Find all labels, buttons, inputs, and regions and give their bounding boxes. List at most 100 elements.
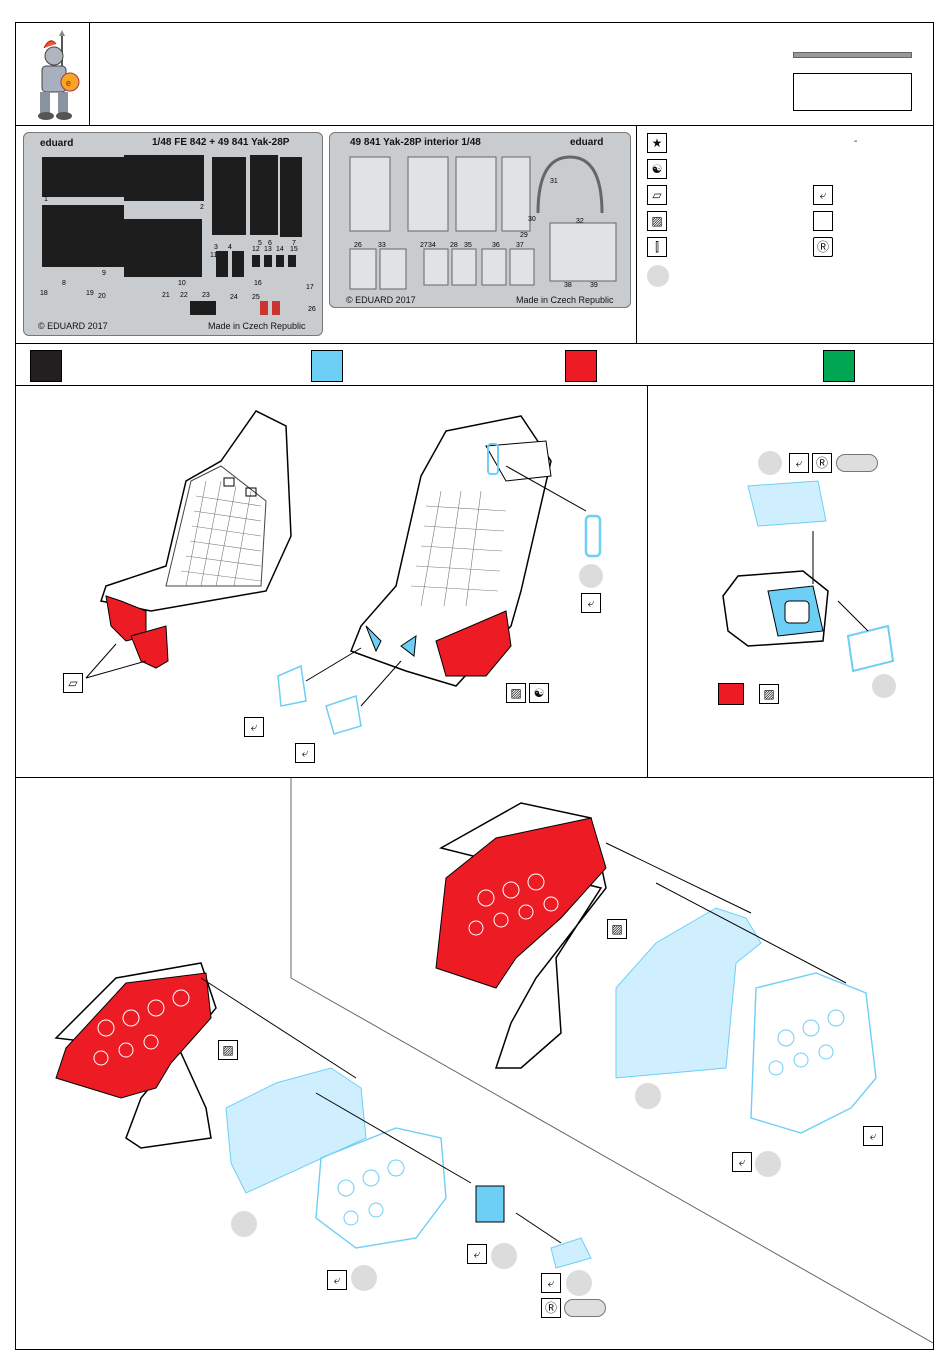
swatch-black	[30, 350, 62, 382]
part-circle-icon	[647, 265, 669, 287]
fold-icon-panel-lower-c: ⤶	[541, 1273, 561, 1293]
svg-text:39: 39	[590, 282, 598, 289]
svg-text:34: 34	[428, 242, 436, 249]
legend-dash: -	[854, 136, 858, 147]
svg-text:21: 21	[162, 292, 170, 299]
header-box	[793, 73, 912, 111]
svg-text:29: 29	[520, 232, 528, 239]
step-divider	[647, 385, 648, 777]
sand-icon-panel-lower: ▨	[218, 1040, 238, 1060]
fold-icon-seat-part-b: ⤶	[295, 743, 315, 763]
svg-text:25: 25	[252, 294, 260, 301]
seat-illustration	[85, 410, 603, 735]
step-bottom-line	[15, 777, 934, 778]
svg-text:19: 19	[86, 290, 94, 297]
svg-text:26: 26	[354, 242, 362, 249]
svg-text:16: 16	[254, 280, 262, 287]
svg-text:13: 13	[264, 246, 272, 253]
svg-text:17: 17	[306, 284, 314, 291]
bend-icon-seat-left: ▱	[63, 673, 83, 693]
page-frame	[15, 22, 934, 1350]
sand-icon-panel-upper: ▨	[607, 919, 627, 939]
fold-icon-panel-upper-b: ⤶	[732, 1152, 752, 1172]
drill-icon: ⫿	[647, 237, 667, 257]
svg-text:38: 38	[564, 282, 572, 289]
r-icon: Ⓡ	[813, 237, 833, 257]
swatch-green	[823, 350, 855, 382]
fret-right-brand: eduard	[570, 137, 604, 148]
fret-left-parts: 1 2 3 4 5 6 7 8 9 10 11 12 13 14 15 16 1…	[40, 155, 316, 315]
blank-box-icon	[813, 211, 833, 231]
svg-text:9: 9	[102, 270, 106, 277]
sand-icon-gunsight: ▨	[759, 684, 779, 704]
swatch-blue	[311, 350, 343, 382]
sand-icon: ▨	[647, 211, 667, 231]
fret-left-copyright: © EDUARD 2017	[38, 321, 108, 331]
fold-icon-panel-lower-b: ⤶	[327, 1270, 347, 1290]
svg-text:33: 33	[378, 242, 386, 249]
svg-text:12: 12	[252, 246, 260, 253]
header-bottom-line	[15, 125, 934, 126]
header-bar	[793, 52, 912, 58]
fold-icon: ⤶	[813, 185, 833, 205]
svg-text:26: 26	[308, 306, 316, 313]
svg-text:3: 3	[214, 244, 218, 251]
svg-text:18: 18	[40, 290, 48, 297]
fret-legend-divider	[636, 125, 637, 343]
gunsight-red-box	[718, 683, 744, 705]
fret-left: eduard 1/48 FE 842 + 49 841 Yak-28P © ED…	[23, 132, 323, 336]
fret-right-parts: 26 27 28 29 30 31 32 33 34 35 36 37 38 3…	[349, 155, 617, 290]
fret-bottom-line	[15, 343, 934, 344]
swatch-bottom-line	[15, 385, 934, 386]
svg-text:2: 2	[200, 204, 204, 211]
svg-text:36: 36	[492, 242, 500, 249]
header-divider	[89, 22, 90, 125]
svg-text:37: 37	[516, 242, 524, 249]
svg-text:20: 20	[98, 293, 106, 300]
svg-text:5: 5	[258, 240, 262, 247]
gunsight-pill	[836, 454, 878, 472]
svg-text:8: 8	[62, 280, 66, 287]
svg-text:35: 35	[464, 242, 472, 249]
svg-text:1: 1	[44, 196, 48, 203]
svg-text:32: 32	[576, 218, 584, 225]
fret-left-brand: eduard	[40, 138, 74, 149]
svg-text:28: 28	[450, 242, 458, 249]
panel-illustration	[54, 778, 933, 1344]
fret-right-copyright: © EDUARD 2017	[346, 295, 416, 305]
fold-icon-seat-headrest: ⤶	[581, 593, 601, 613]
svg-text:10: 10	[178, 280, 186, 287]
sand-icon-seat: ▨	[506, 683, 526, 703]
swatch-red	[565, 350, 597, 382]
svg-text:11: 11	[210, 252, 217, 259]
svg-text:7: 7	[292, 240, 296, 247]
fold-icon-panel-lower-a: ⤶	[467, 1244, 487, 1264]
fold-icon-panel-upper-a: ⤶	[863, 1126, 883, 1146]
fret-right-made-in: Made in Czech Republic	[516, 295, 614, 305]
knight-logo: e	[22, 30, 84, 122]
svg-text:4: 4	[228, 244, 232, 251]
gunsight-illustration	[722, 451, 896, 698]
yin-yang-icon: ☯	[647, 159, 667, 179]
svg-text:24: 24	[230, 294, 238, 301]
svg-text:27: 27	[420, 242, 428, 249]
panel-pill	[564, 1299, 606, 1317]
svg-text:23: 23	[202, 292, 210, 299]
fret-right-title: 49 841 Yak-28P interior 1/48	[350, 137, 481, 148]
fold-icon-gunsight: ⤶	[789, 453, 809, 473]
svg-text:22: 22	[180, 292, 188, 299]
bend-icon: ▱	[647, 185, 667, 205]
r-icon-gunsight: Ⓡ	[812, 453, 832, 473]
svg-text:14: 14	[276, 246, 284, 253]
svg-text:e: e	[66, 78, 71, 88]
svg-text:15: 15	[290, 246, 298, 253]
r-icon-panel: Ⓡ	[541, 1298, 561, 1318]
fret-left-made-in: Made in Czech Republic	[208, 321, 306, 331]
fold-icon-seat-part-a: ⤶	[244, 717, 264, 737]
svg-text:31: 31	[550, 178, 558, 185]
svg-text:6: 6	[268, 240, 272, 247]
fret-left-title: 1/48 FE 842 + 49 841 Yak-28P	[152, 137, 290, 148]
svg-text:30: 30	[528, 216, 536, 223]
fret-right: 49 841 Yak-28P interior 1/48 eduard © ED…	[329, 132, 631, 308]
star-icon: ★	[647, 133, 667, 153]
